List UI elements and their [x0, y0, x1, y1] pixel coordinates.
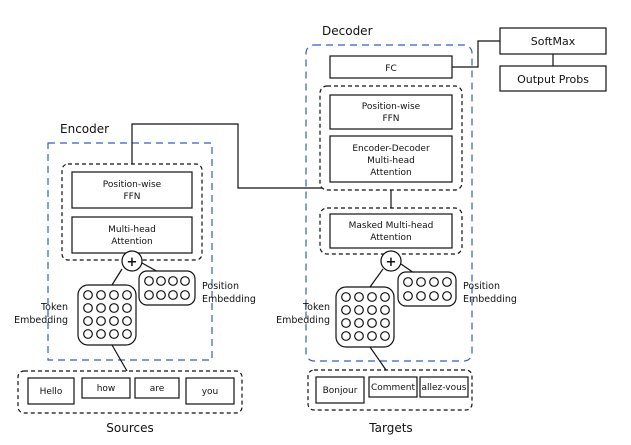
encoder-add-circle	[121, 250, 143, 272]
decoder-position-embedding-cells	[403, 277, 452, 301]
decoder-cross-attention-line-1: Encoder-Decoder	[352, 144, 430, 154]
decoder-cross-attention-line-3: Attention	[370, 168, 412, 178]
output-probs-box	[499, 65, 607, 92]
decoder-position-embedding-label-2: Embedding	[463, 294, 517, 305]
sources-label: Sources	[106, 421, 153, 435]
fc-to-softmax-connector	[452, 40, 500, 68]
encoder-output-connector	[131, 123, 322, 189]
encoder-title: Encoder	[60, 122, 109, 136]
target-token-box	[368, 376, 418, 398]
encoder-ffn-line-1: Position-wise	[103, 180, 162, 190]
decoder-masked-attention-line-1: Masked Multi-head	[349, 221, 434, 231]
sources-frame	[17, 370, 243, 414]
decoder-title: Decoder	[322, 24, 373, 38]
encoder-attention-line-2: Attention	[111, 237, 153, 247]
decoder-ffn-line-1: Position-wise	[362, 102, 421, 112]
decoder-fc-label: FC	[385, 64, 396, 74]
source-token-box	[134, 377, 180, 399]
decoder-token-embedding-grid	[335, 286, 395, 348]
source-token: you	[202, 387, 219, 397]
encoder-position-embedding-label-2: Embedding	[202, 294, 256, 305]
decoder-cross-attention-line-2: Multi-head	[367, 156, 415, 166]
decoder-token-embedding-cells	[341, 292, 390, 341]
encoder-position-embedding-grid	[138, 270, 196, 306]
encoder-token-embedding-label-2: Embedding	[14, 315, 68, 326]
encoder-attention-line-1: Multi-head	[108, 225, 156, 235]
decoder-position-embedding-label-1: Position	[463, 281, 500, 292]
encoder-position-embedding-cells	[144, 276, 190, 300]
decoder-position-embedding-grid	[397, 271, 457, 307]
source-token: are	[150, 384, 165, 394]
encoder-add-sign: +	[127, 255, 138, 270]
encoder-ffn-line-2: FFN	[123, 192, 140, 202]
decoder-masked-attention-line-2: Attention	[370, 233, 412, 243]
encoder-attention-box	[71, 216, 193, 254]
output-probs-label: Output Probs	[517, 73, 589, 86]
encoder-token-embedding-grid	[77, 284, 137, 346]
source-token-box	[81, 377, 131, 399]
target-token-box	[315, 376, 365, 404]
target-token-box	[419, 376, 469, 398]
encoder-token-embedding-cells	[83, 290, 132, 339]
source-token: how	[97, 384, 116, 394]
decoder-frame	[305, 44, 473, 362]
source-token: Hello	[40, 387, 63, 397]
targets-label: Targets	[368, 421, 412, 435]
source-token-box	[185, 377, 235, 405]
encoder-ffn-box	[71, 171, 193, 209]
decoder-masked-attention-box	[329, 213, 453, 249]
target-token: allez-vous	[421, 383, 466, 393]
decoder-ffn-line-2: FFN	[382, 114, 399, 124]
targets-frame	[307, 369, 473, 411]
decoder-cross-attention-box	[329, 135, 453, 183]
decoder-ffn-box	[329, 94, 453, 130]
softmax-label: SoftMax	[531, 35, 576, 48]
decoder-token-embedding-label-1: Token	[302, 302, 330, 313]
target-token: Bonjour	[323, 386, 358, 396]
decoder-token-embedding-label-2: Embedding	[276, 315, 330, 326]
target-token: Comment	[371, 383, 416, 393]
encoder-frame	[47, 142, 213, 361]
encoder-token-embedding-label-1: Token	[40, 302, 68, 313]
source-token-box	[27, 377, 75, 405]
decoder-add-circle	[380, 250, 402, 272]
decoder-add-sign: +	[386, 255, 397, 270]
softmax-box	[499, 27, 607, 55]
encoder-position-embedding-label-1: Position	[202, 281, 239, 292]
